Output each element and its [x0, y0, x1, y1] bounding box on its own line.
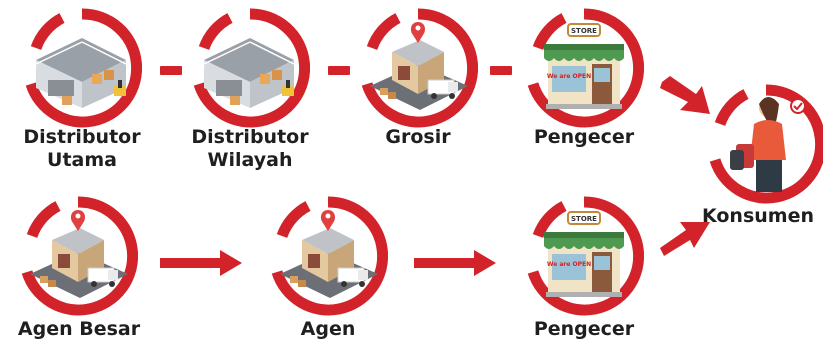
store-icon: STORE We are OPEN — [524, 8, 644, 128]
warehouse-icon — [190, 8, 310, 128]
label-grosir: Grosir — [385, 126, 451, 148]
label-pengecer-top: Pengecer — [533, 126, 635, 148]
node-pengecer-bottom: STORE We are OPEN — [524, 196, 644, 316]
node-agen-besar — [18, 196, 138, 316]
store-sign: STORE — [571, 215, 597, 223]
window-sign: We are OPEN — [547, 73, 591, 80]
warehouse-icon — [22, 8, 142, 128]
window-sign: We are OPEN — [547, 261, 591, 268]
node-konsumen — [706, 84, 823, 204]
node-pengecer-top: STORE We are OPEN — [524, 8, 644, 128]
connector-dash — [328, 66, 350, 75]
label-agen: Agen — [300, 318, 356, 340]
shopper-icon — [706, 84, 823, 204]
label-distributor-wilayah: Distributor Wilayah — [191, 126, 309, 171]
store-icon: STORE We are OPEN — [524, 196, 644, 316]
label-agen-besar: Agen Besar — [17, 318, 141, 340]
arrow-to-konsumen-bottom — [660, 218, 712, 258]
arrow-to-konsumen-top — [660, 76, 712, 116]
label-pengecer-bottom: Pengecer — [533, 318, 635, 340]
store-sign: STORE — [571, 27, 597, 35]
connector-dash — [160, 66, 182, 75]
storefront-truck-icon — [358, 8, 478, 128]
connector-dash — [490, 66, 512, 75]
label-distributor-utama: Distributor Utama — [23, 126, 141, 171]
arrow-right — [414, 250, 496, 276]
arrow-right — [160, 250, 242, 276]
node-distributor-utama — [22, 8, 142, 128]
storefront-truck-icon — [268, 196, 388, 316]
node-distributor-wilayah — [190, 8, 310, 128]
label-konsumen: Konsumen — [701, 205, 814, 227]
node-grosir — [358, 8, 478, 128]
node-agen — [268, 196, 388, 316]
storefront-truck-icon — [18, 196, 138, 316]
